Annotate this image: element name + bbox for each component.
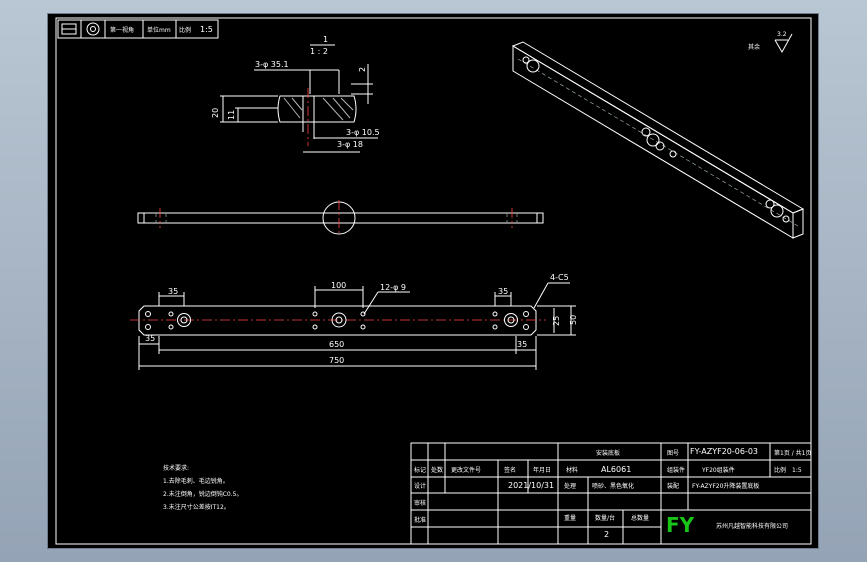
tb-drawing-no: FY-AZYF20-06-03	[690, 447, 758, 456]
notes-line-1: 1.去除毛刺、毛边锐角。	[163, 477, 229, 485]
roughness-label: 其余	[748, 43, 760, 51]
notes-line-3: 3.未注尺寸公差按IT12。	[163, 503, 230, 511]
section-dim-bottom2: 3-φ 18	[337, 140, 363, 149]
plan-view-outline	[138, 305, 537, 336]
section-view: 1 1 : 2 3-φ 35.1 2 20 11 3-φ 10.5 3-φ 18	[211, 35, 380, 153]
tb-company: 苏州凡越智能科技有限公司	[716, 522, 788, 530]
scale-label: 比例	[179, 26, 191, 34]
title-block: 安装底板 图号 FY-AZYF20-06-03 第1页 / 共1页 标记 处数 …	[410, 442, 812, 545]
tb-category: YF20组装件	[701, 466, 735, 474]
section-dim-top: 3-φ 35.1	[255, 60, 289, 69]
dim-chamfer: 4-C5	[550, 273, 569, 282]
dim-holes: 12-φ 9	[380, 283, 406, 292]
tb-header-1: 处数	[431, 466, 443, 474]
dim-35-left: 35	[168, 287, 178, 296]
tb-material-label: 材料	[566, 466, 578, 474]
projection-icon[interactable]	[86, 22, 100, 36]
section-title-scale: 1 : 2	[310, 47, 328, 56]
toolbar-box	[57, 19, 219, 39]
tb-header-0: 标记	[414, 466, 426, 474]
tb-qty-label: 数量/台	[595, 514, 615, 522]
tb-header-3: 签名	[504, 466, 516, 474]
iso-hole-center	[646, 133, 660, 147]
tb-weight-label: 重量	[564, 514, 576, 522]
tb-date: 2021/10/31	[508, 481, 554, 490]
section-dim-bottom1: 3-φ 10.5	[346, 128, 380, 137]
front-view	[137, 200, 544, 236]
dim-50: 50	[569, 315, 578, 325]
tb-category-label: 组装件	[667, 466, 685, 474]
dim-35-bottom-right: 35	[517, 340, 527, 349]
technical-notes: 技术要求: 1.去除毛刺、毛边锐角。 2.未注倒角，锐边倒钝C0.5。 3.未注…	[163, 464, 242, 511]
tb-product: FY-AZYF20升降装置底板	[692, 482, 759, 490]
section-profile	[277, 95, 357, 123]
plan-hole-right	[504, 313, 518, 327]
dim-35-right: 35	[498, 287, 508, 296]
dim-650: 650	[329, 340, 344, 349]
dim-100: 100	[331, 281, 346, 290]
cad-drawing: 第一视角 单位mm 比例 1:5 其余 3.2 1 1 : 2 3-φ 35.1…	[55, 17, 812, 545]
tb-ratio: 1:5	[792, 467, 802, 474]
notes-title: 技术要求:	[163, 464, 189, 472]
drawing-canvas[interactable]: 第一视角 单位mm 比例 1:5 其余 3.2 1 1 : 2 3-φ 35.1…	[47, 13, 819, 549]
section-dim-left: 20	[211, 108, 220, 118]
tb-total-label: 总数量	[631, 514, 649, 522]
material-prefix: 单位mm	[147, 26, 171, 34]
tb-sheet: 第1页 / 共1页	[774, 449, 811, 457]
iso-hole-left	[522, 56, 530, 64]
tb-part-name: 安装底板	[596, 449, 620, 457]
section-title-num: 1	[323, 35, 328, 44]
tb-review-label: 审核	[414, 499, 426, 507]
dim-25: 25	[552, 316, 561, 326]
tb-header-4: 年月日	[533, 466, 551, 474]
tb-product-label: 装配	[667, 482, 679, 490]
plan-hole-left	[177, 313, 191, 327]
plan-view: 35 100 12-φ 9 35 4-C5 25 50 35 650 35 75…	[130, 273, 578, 370]
section-dim-inner: 11	[227, 110, 236, 120]
tb-header-2: 更改文件号	[451, 466, 481, 474]
tb-drawing-no-label: 图号	[667, 450, 679, 457]
scale-value: 1:5	[200, 25, 213, 34]
isometric-view	[511, 41, 805, 239]
layer-label: 第一视角	[110, 26, 134, 34]
cad-toolbar: 第一视角 单位mm 比例 1:5	[57, 19, 219, 39]
roughness-value: 3.2	[777, 31, 787, 38]
iso-hole-right	[770, 204, 784, 218]
company-logo: FY	[666, 513, 695, 537]
tb-design-label: 设计	[414, 482, 426, 490]
plan-hole-center	[331, 312, 347, 328]
tb-approve-label: 批准	[414, 516, 426, 524]
dim-750: 750	[329, 356, 344, 365]
dim-35-bottom-left: 35	[145, 334, 155, 343]
tb-process-label: 处理	[564, 482, 576, 490]
tb-material: AL6061	[601, 465, 631, 474]
section-dim-right: 2	[358, 67, 367, 72]
front-view-outline	[137, 212, 544, 224]
tb-ratio-label: 比例	[774, 466, 786, 474]
tb-qty: 2	[604, 530, 609, 539]
tb-process: 喷砂、黑色氧化	[592, 482, 634, 490]
roughness-symbol: 其余 3.2	[748, 31, 793, 54]
notes-line-2: 2.未注倒角，锐边倒钝C0.5。	[163, 490, 242, 498]
